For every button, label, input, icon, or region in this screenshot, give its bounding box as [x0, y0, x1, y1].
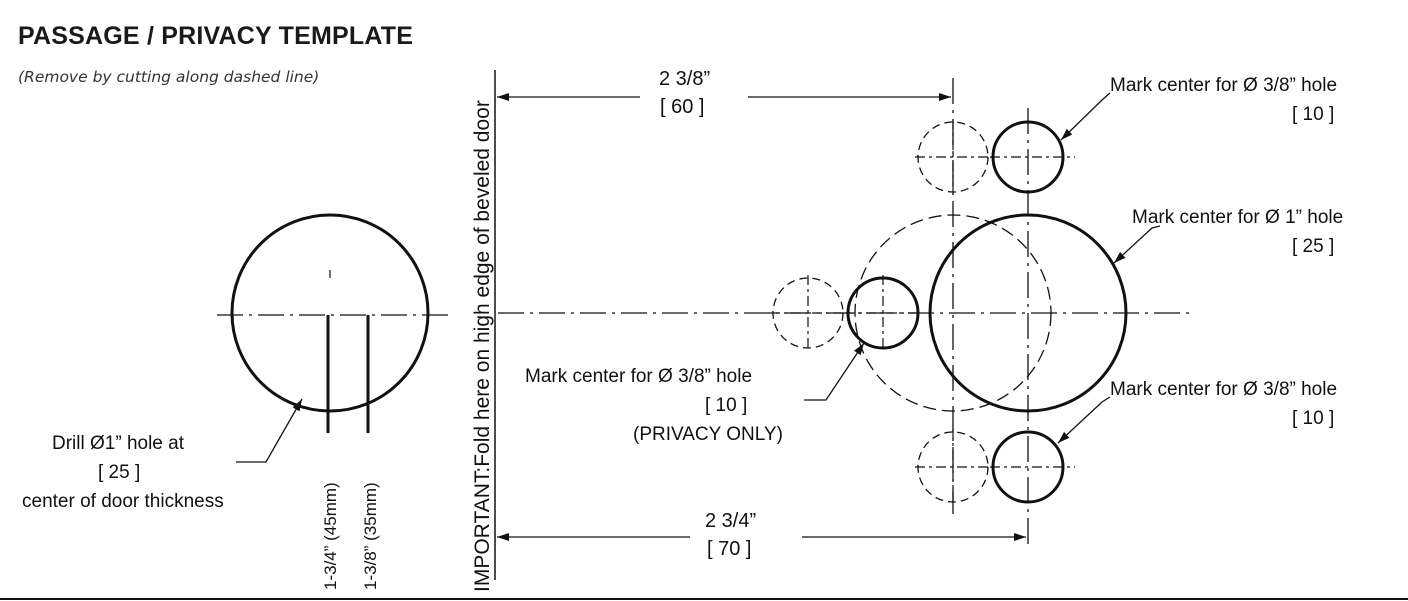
edge-label-line3: center of door thickness — [22, 491, 224, 512]
main-crosshairs — [845, 156, 1075, 468]
cut-instruction: (Remove by cutting along dashed line) — [18, 68, 320, 86]
callout-privacy-line1: Mark center for Ø 3/8” hole — [525, 366, 752, 387]
callout-main-line1: Mark center for Ø 1” hole — [1132, 207, 1343, 228]
leader-top-hole — [1060, 92, 1111, 141]
dim-70-imperial: 2 3/4” — [705, 510, 756, 532]
edge-label-line1: Drill Ø1” hole at — [52, 433, 185, 454]
thickness-label-45mm: 1-3/4” (45mm) — [321, 482, 340, 590]
edge-bore-circle — [230, 213, 430, 413]
edge-bore-view — [217, 213, 452, 463]
dim-60-imperial: 2 3/8” — [659, 68, 710, 90]
leader-main-bore — [1113, 225, 1161, 264]
face-centerlines — [498, 78, 1190, 550]
main-bore-circle — [928, 213, 1128, 413]
fold-line-label: IMPORTANT:Fold here on high edge of beve… — [471, 100, 494, 592]
callout-main-line2: [ 25 ] — [1292, 236, 1334, 257]
alt-crosshairs — [770, 119, 991, 505]
callout-top-line2: [ 10 ] — [1292, 104, 1334, 125]
callout-bottom-line2: [ 10 ] — [1292, 408, 1334, 429]
alt-holes-60mm — [770, 119, 1052, 505]
callout-bottom-line1: Mark center for Ø 3/8” hole — [1110, 379, 1337, 400]
callout-privacy-line3: (PRIVACY ONLY) — [633, 424, 783, 445]
edge-label-line2: [ 25 ] — [98, 462, 140, 483]
callout-leaders — [804, 92, 1161, 444]
leader-privacy-hole — [804, 342, 865, 401]
dim-70-metric: [ 70 ] — [707, 538, 751, 560]
template-title: PASSAGE / PRIVACY TEMPLATE — [18, 22, 414, 50]
edge-leader — [236, 398, 303, 463]
leader-bottom-hole — [1057, 396, 1111, 444]
dim-60-metric: [ 60 ] — [660, 96, 704, 118]
callout-privacy-line2: [ 10 ] — [705, 395, 747, 416]
callout-top-line1: Mark center for Ø 3/8” hole — [1110, 75, 1337, 96]
main-holes-70mm — [845, 120, 1128, 504]
thickness-label-35mm: 1-3/8” (35mm) — [361, 482, 380, 590]
